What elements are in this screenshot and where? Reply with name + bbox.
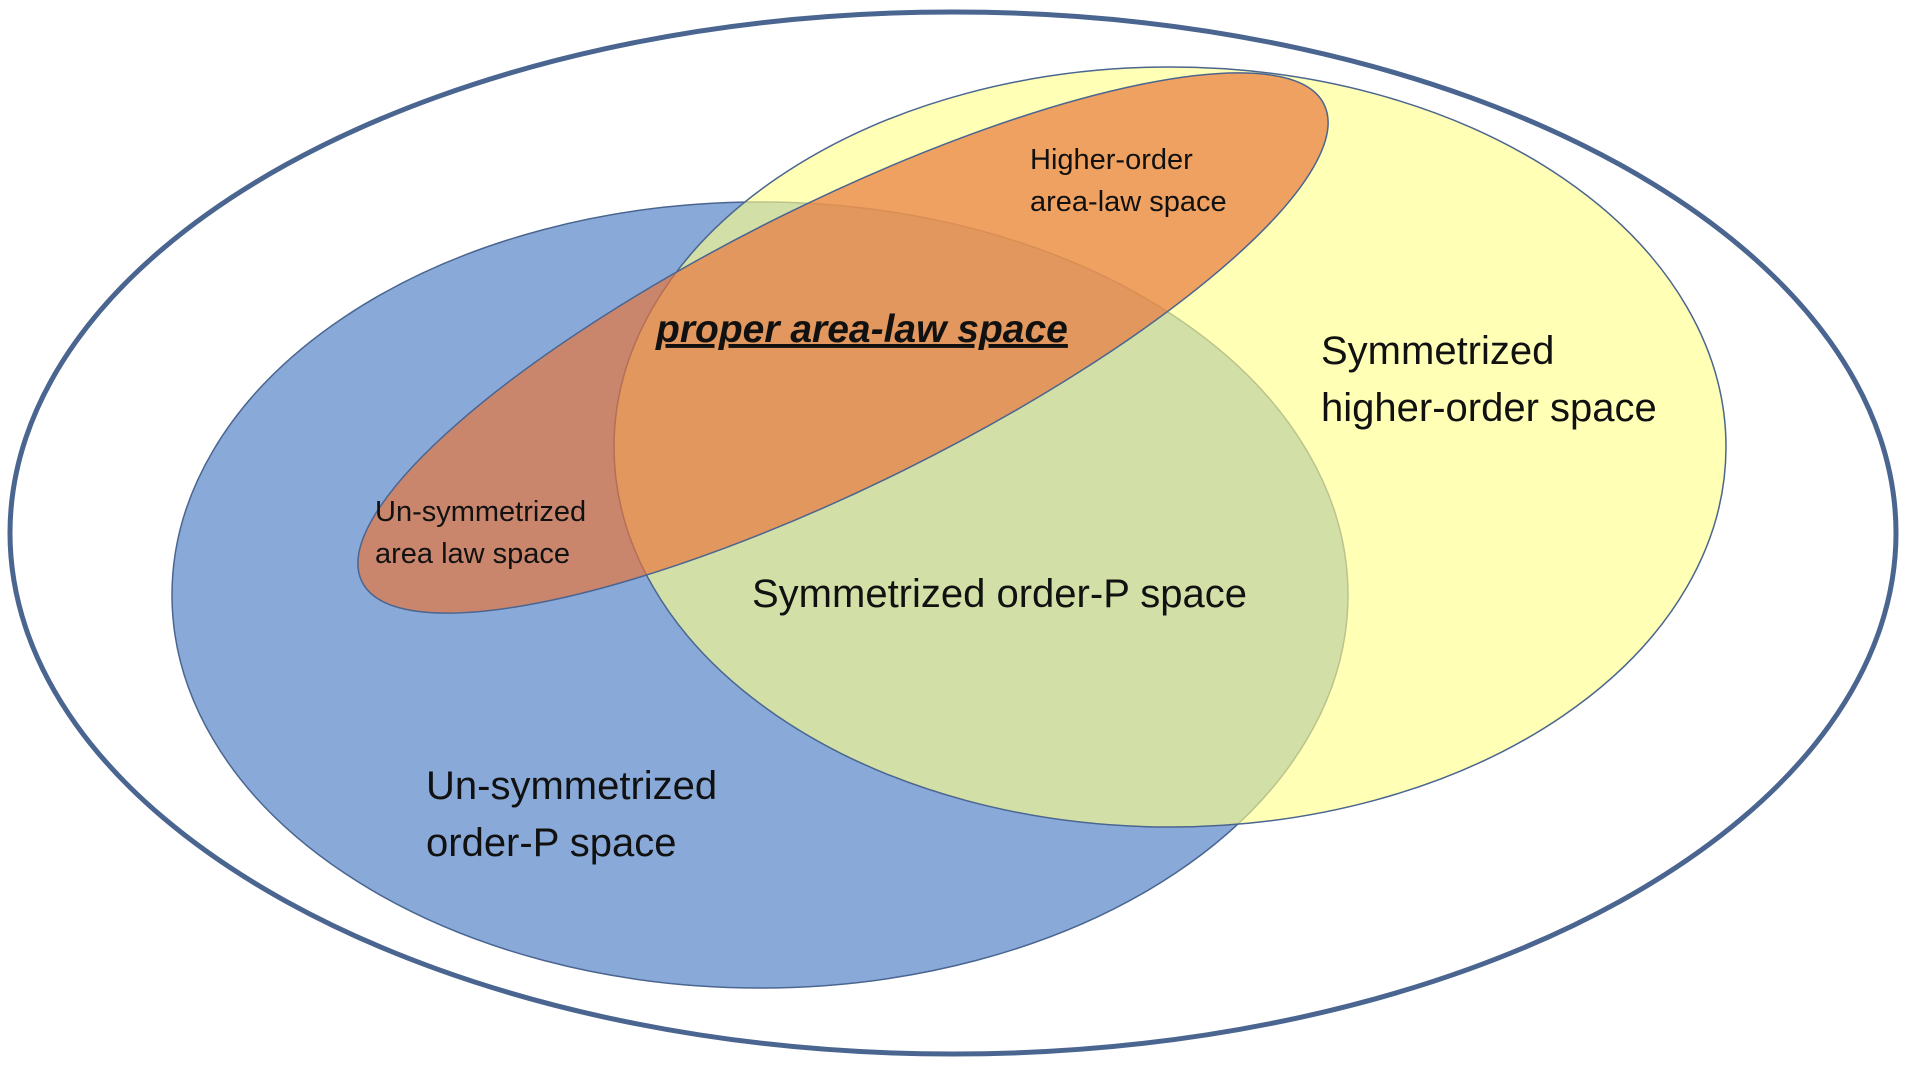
proper-area-law-label: proper area-law space (655, 308, 1068, 351)
symmetrized-order-p-label: Symmetrized order-P space (752, 572, 1247, 616)
unsymmetrized-order-p-line-1: Un-symmetrized (426, 764, 717, 808)
unsymmetrized-order-p-label: Un-symmetrized order-P space (426, 764, 728, 865)
symmetrized-higher-order-line-1: Symmetrized (1321, 329, 1554, 373)
unsymmetrized-area-law-label: Un-symmetrized area law space (375, 496, 594, 570)
higher-order-area-law-line-1: Higher-order (1030, 144, 1193, 176)
unsymmetrized-area-law-line-2: area law space (375, 538, 570, 570)
higher-order-area-law-line-2: area-law space (1030, 186, 1227, 218)
higher-order-area-law-label: Higher-order area-law space (1030, 144, 1227, 218)
outer-space-ellipse (7, 9, 1899, 1057)
unsymmetrized-order-p-line-2: order-P space (426, 821, 677, 865)
symmetrized-higher-order-line-2: higher-order space (1321, 386, 1657, 430)
unsymmetrized-area-law-line-1: Un-symmetrized (375, 496, 586, 528)
area-law-ellipse (357, 72, 1329, 614)
symmetrized-higher-order-label: Symmetrized higher-order space (1321, 329, 1657, 430)
